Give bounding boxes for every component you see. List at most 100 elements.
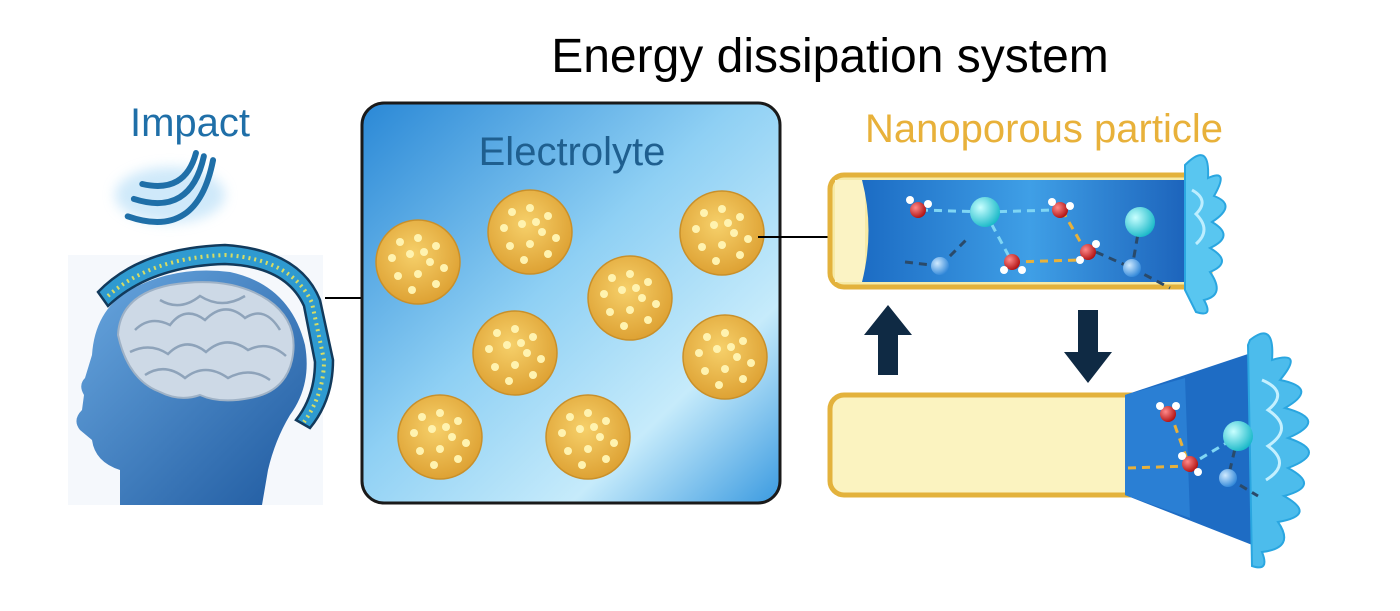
particle-pore [739, 337, 747, 345]
particle-pore [396, 238, 404, 246]
particle-pore [526, 204, 534, 212]
liquid-splash-large-icon [1246, 332, 1310, 569]
particle-pore [718, 205, 726, 213]
particle-pore [436, 445, 444, 453]
nanoporous-particle [682, 314, 768, 400]
impact-label: Impact [130, 101, 250, 145]
particle-pore [508, 208, 516, 216]
particle-pore [626, 270, 634, 278]
nanoporous-particle [472, 310, 558, 396]
particle-pore [632, 284, 640, 292]
particle-pore [388, 254, 396, 262]
particle-pore [600, 290, 608, 298]
particle-pore [538, 228, 546, 236]
particle-pore [500, 224, 508, 232]
particle-pore [418, 413, 426, 421]
particle-pore [744, 235, 752, 243]
particle-pore [432, 280, 440, 288]
particle-pore [747, 359, 755, 367]
particle-pore [713, 345, 721, 353]
nanoporous-particle [587, 255, 673, 341]
particle-pore [602, 417, 610, 425]
particle-pore [493, 329, 501, 337]
particle-pore [532, 218, 540, 226]
particle-pore [523, 349, 531, 357]
particle-pore [700, 209, 708, 217]
particle-pore [448, 433, 456, 441]
particle-pore [724, 219, 732, 227]
particle-pore [695, 349, 703, 357]
particle-pore [430, 461, 438, 469]
particle-pore [626, 306, 634, 314]
human-head-icon [68, 255, 323, 505]
helmet-liner-icon [96, 243, 335, 430]
up-arrow-icon [864, 305, 912, 375]
particle-pore [739, 375, 747, 383]
particle-pore [701, 367, 709, 375]
particle-pore [544, 250, 552, 258]
particle-pore [520, 256, 528, 264]
particle-pore [537, 355, 545, 363]
particle-pore [730, 229, 738, 237]
particle-pore [503, 341, 511, 349]
particle-pore [733, 353, 741, 361]
particle-pore [727, 343, 735, 351]
particle-pore [410, 429, 418, 437]
pore-empty-state [827, 332, 1310, 569]
particle-pore [485, 345, 493, 353]
nanoporous-particle [545, 394, 631, 480]
nanoporous-particle [487, 189, 573, 275]
particle-pore [584, 409, 592, 417]
electrolyte-box: Electrolyte [360, 101, 782, 505]
nanoporous-particle-label: Nanoporous particle [865, 107, 1223, 151]
particle-pore [505, 377, 513, 385]
particle-pore [416, 447, 424, 455]
molecules-top [904, 196, 1171, 290]
particle-pore [462, 439, 470, 447]
particle-pore [491, 363, 499, 371]
particle-pore [506, 242, 514, 250]
particle-pore [692, 225, 700, 233]
particle-pore [652, 300, 660, 308]
particle-pore [644, 278, 652, 286]
particle-pore [712, 257, 720, 265]
particle-pore [511, 325, 519, 333]
diagram-title: Energy dissipation system [551, 30, 1109, 83]
particle-pore [698, 243, 706, 251]
particle-pore [721, 365, 729, 373]
nanoporous-particle [679, 190, 765, 276]
particle-pore [408, 286, 416, 294]
particle-pore [526, 240, 534, 248]
particle-pore [454, 417, 462, 425]
particle-pore [426, 258, 434, 266]
particle-pore [638, 294, 646, 302]
particle-pore [710, 221, 718, 229]
particle-pore [608, 274, 616, 282]
nanoporous-particle [397, 394, 483, 480]
electrolyte-label: Electrolyte [479, 130, 666, 174]
liquid-splash-icon [1184, 154, 1227, 315]
particle-pore [420, 248, 428, 256]
nanoporous-particles [375, 189, 768, 480]
particle-pore [620, 322, 628, 330]
impact-waves-icon [115, 150, 225, 226]
particle-pore [511, 361, 519, 369]
particle-pore [517, 339, 525, 347]
particle-pore [529, 371, 537, 379]
particle-pore [715, 381, 723, 389]
particle-pore [436, 409, 444, 417]
pore-filled-state [827, 154, 1227, 315]
particle-pore [432, 242, 440, 250]
particle-pore [564, 447, 572, 455]
particle-pore [394, 272, 402, 280]
brain-icon [116, 281, 295, 402]
particle-pore [718, 241, 726, 249]
particle-pore [596, 433, 604, 441]
particle-pore [606, 308, 614, 316]
particle-pore [736, 251, 744, 259]
particle-pore [414, 270, 422, 278]
particle-pore [584, 445, 592, 453]
particle-pore [566, 413, 574, 421]
particle-pore [610, 439, 618, 447]
